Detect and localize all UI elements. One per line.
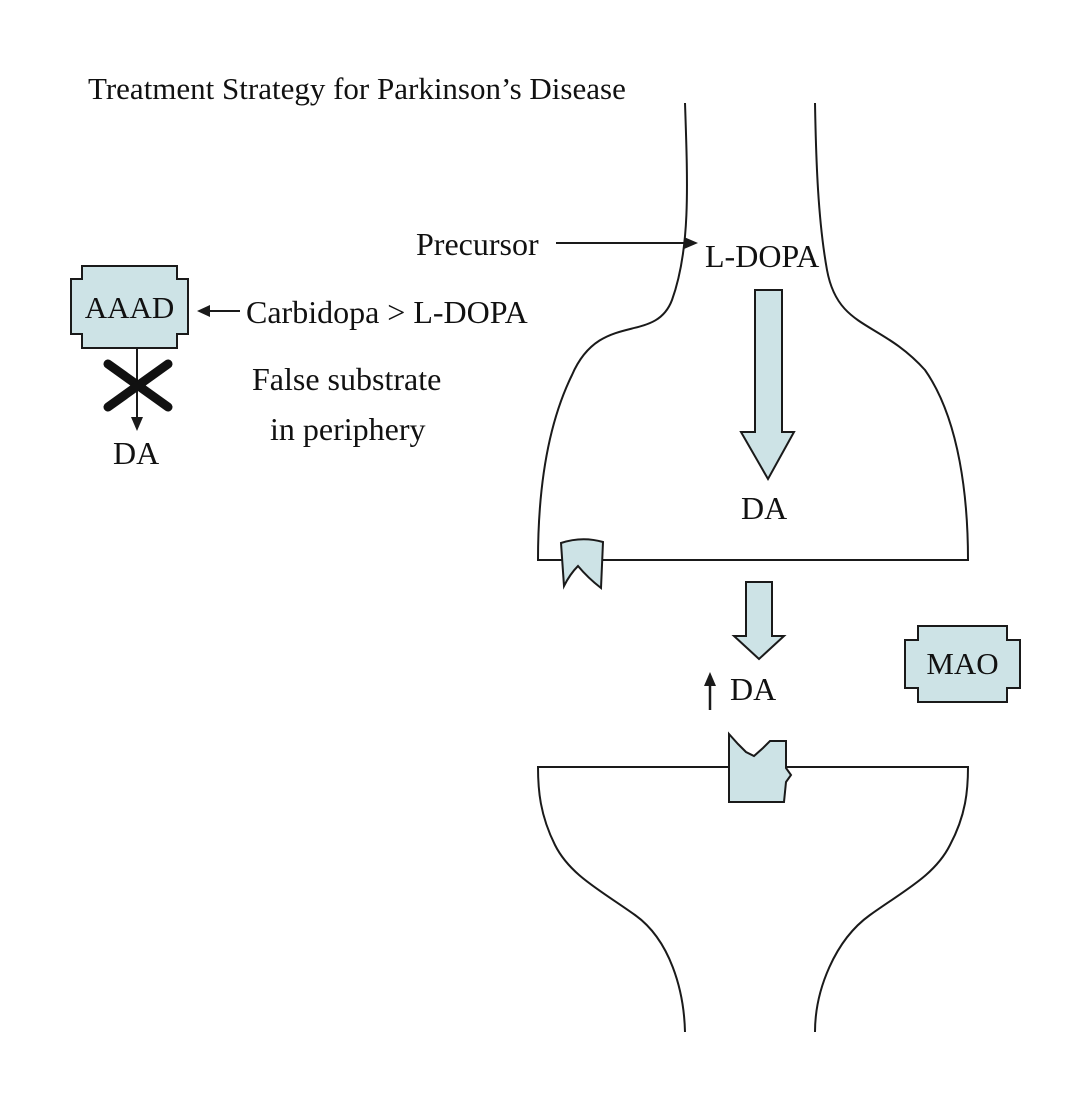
blocked-x-icon — [103, 359, 173, 412]
carbidopa-arrowhead — [197, 305, 210, 317]
da-synapse-label: DA — [730, 671, 777, 707]
reuptake-transporter — [559, 538, 605, 590]
postsynaptic-neuron-outline — [536, 766, 970, 1033]
conversion-arrow — [739, 289, 796, 482]
presynaptic-neuron-outline — [536, 102, 970, 561]
da-periphery-label: DA — [113, 435, 160, 471]
precursor-arrowhead — [684, 237, 698, 249]
ldopa-neuron-label: L-DOPA — [705, 238, 820, 274]
mao-label: MAO — [926, 646, 999, 681]
aaad-enzyme — [70, 265, 189, 349]
mao-enzyme — [904, 625, 1021, 703]
aaad-pathway-arrowhead — [131, 417, 143, 431]
precursor-label: Precursor — [416, 226, 539, 262]
in-periphery-label: in periphery — [270, 411, 426, 447]
carbidopa-label: Carbidopa > L-DOPA — [246, 294, 528, 330]
release-arrow — [731, 581, 787, 661]
diagram-title: Treatment Strategy for Parkinson’s Disea… — [88, 71, 626, 106]
aaad-label: AAAD — [84, 290, 175, 325]
da-neuron-label: DA — [741, 490, 788, 526]
postsynaptic-receptor — [728, 731, 793, 803]
false-substrate-label: False substrate — [252, 361, 442, 397]
increase-arrowhead — [704, 672, 716, 686]
